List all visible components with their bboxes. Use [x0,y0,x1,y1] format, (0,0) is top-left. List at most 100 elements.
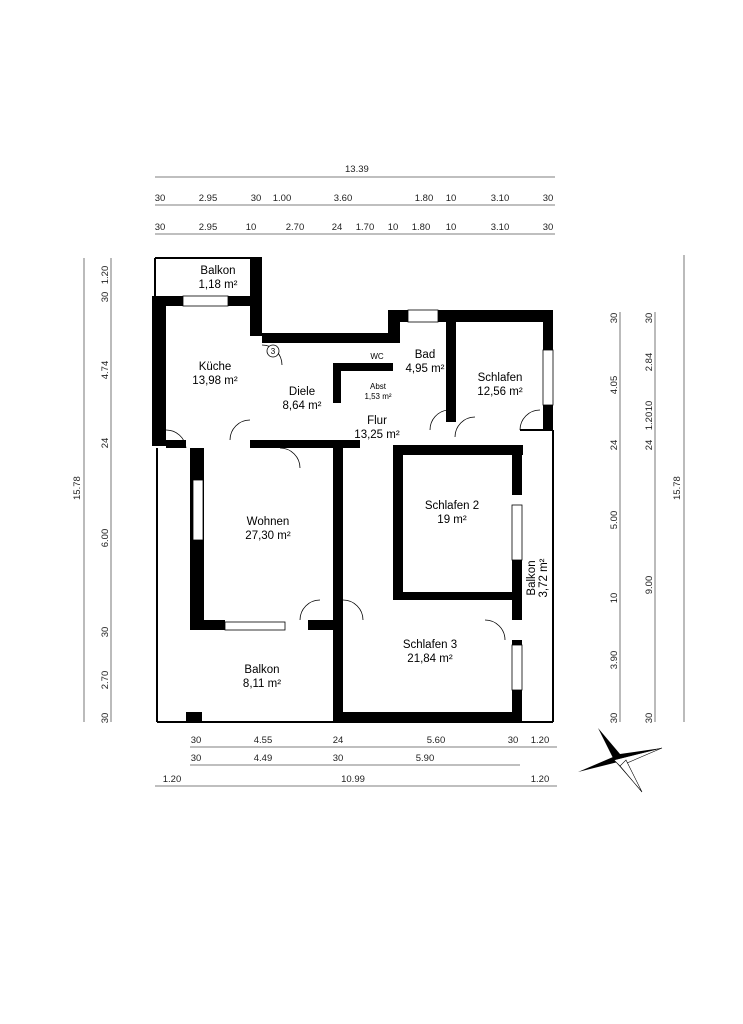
dim-top-row1: 3.60 [334,193,353,204]
room-name-flur: Flur [367,415,387,427]
walls [152,257,554,723]
dim-top-row1: 3.10 [491,193,510,204]
room-area-bad: 4,95 m² [406,363,445,375]
wall [166,440,186,448]
dim-bottom-row1: 30 [191,735,202,746]
dim-right-row2: 30 [644,713,655,724]
dim-left-row: 4.74 [100,361,111,380]
room-area-balkon-bottom: 8,11 m² [243,678,281,690]
door-swing [279,447,301,469]
dim-top-row2: 3.10 [491,222,510,233]
room-area-flur: 13,25 m² [354,429,400,441]
room-area-schlafen-2: 19 m² [437,514,467,526]
room-name-balkon-right: Balkon [526,560,538,595]
marker-label: 3 [271,347,276,356]
dim-right-row1: 10 [609,593,620,604]
dim-bottom-row2: 30 [333,753,344,764]
door-swing [519,409,541,431]
wall [512,560,522,620]
dim-top-row2: 1.80 [412,222,431,233]
dim-top-row1: 30 [251,193,262,204]
dim-top-row1: 2.95 [199,193,218,204]
room-name-schlafen: Schlafen [478,372,523,384]
wall [393,445,523,455]
wall [190,448,200,452]
dim-left-row: 30 [100,713,111,724]
dim-right-row1: 4.05 [609,376,620,395]
dim-right-row2: 24 [644,440,655,451]
dim-right-row2: 9.00 [644,576,655,595]
wall [393,592,513,600]
dim-left-row: 2.70 [100,671,111,690]
room-name-schlafen-3: Schlafen 3 [403,639,457,651]
door-swing [484,619,506,641]
room-name-wc: WC [370,352,384,361]
wall [250,258,262,336]
dim-right-row1: 5.00 [609,511,620,530]
room-area-schlafen: 12,56 m² [477,386,523,398]
dim-bottom-row2: 30 [191,753,202,764]
room-name-wohnen: Wohnen [247,516,290,528]
wall [512,445,522,495]
dim-top-row1: 1.80 [415,193,434,204]
dimension-labels: 13.39 30 2.95 30 1.00 3.60 1.80 10 3.10 30 30 2.95… [72,164,683,785]
dimension-lines [83,176,685,787]
door-swing [165,429,187,449]
dim-top-row1: 1.00 [273,193,292,204]
dim-top-row2: 2.70 [286,222,305,233]
wall [333,363,393,371]
dim-bottom-row1: 4.55 [254,735,273,746]
dim-top-row2: 1.70 [356,222,375,233]
dim-bottom-row1: 30 [508,735,519,746]
dim-top-total: 13.39 [345,164,369,175]
room-area-balkon-right: 3,72 m² [538,558,550,597]
dim-right-row2: 1.20 [644,412,655,431]
dim-top-row2: 10 [446,222,457,233]
room-area-abst: 1,53 m² [364,392,391,401]
room-area-balkon-top: 1,18 m² [199,279,238,291]
dim-bottom-row1: 24 [333,735,344,746]
dim-bottom-row3: 1.20 [163,774,182,785]
room-area-wohnen: 27,30 m² [245,530,291,542]
wall [186,712,202,722]
room-area-wc: 1,50 m² [363,362,390,371]
dim-right-row2: 10 [644,401,655,412]
wall [190,620,225,630]
door-swing [454,416,476,438]
marker-circle [266,344,280,358]
dim-left-row: 30 [100,292,111,303]
wall [343,712,520,722]
dim-bottom-row3: 10.99 [341,774,365,785]
room-name-abst: Abst [370,382,387,391]
door-swing [342,599,364,621]
room-name-schlafen-2: Schlafen 2 [425,500,479,512]
room-area-diele: 8,64 m² [283,400,322,412]
door-swing [299,599,321,621]
dim-left-row: 30 [100,627,111,638]
dim-bottom-row3: 1.20 [531,774,550,785]
dim-top-row1: 30 [543,193,554,204]
wall [393,445,403,595]
wall [333,448,343,722]
compass-icon [578,728,663,793]
dim-left-row: 6.00 [100,529,111,548]
dim-bottom-row2: 5.90 [416,753,435,764]
dim-top-row2: 30 [155,222,166,233]
window [182,295,229,307]
room-name-balkon-top: Balkon [200,265,235,277]
wall [300,440,360,448]
window [511,644,523,691]
room-area-kueche: 13,98 m² [192,375,238,387]
door-swing [429,409,449,431]
wall [308,620,343,630]
dim-right-row1: 3.90 [609,651,620,670]
dim-top-row2: 10 [246,222,257,233]
dim-left-total: 15.78 [72,476,83,500]
dim-left-row: 24 [100,438,111,449]
room-area-schlafen-3: 21,84 m² [407,653,453,665]
dim-top-row2: 2.95 [199,222,218,233]
dim-right-row2: 2.84 [644,353,655,372]
window [407,309,439,323]
